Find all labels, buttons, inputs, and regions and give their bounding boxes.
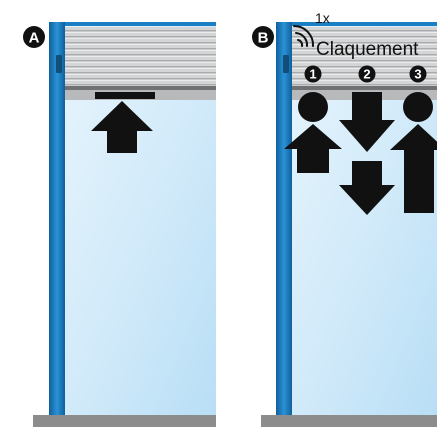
panel-b: B 1x Claquement 1 2 3 bbox=[252, 10, 437, 427]
stop-line bbox=[95, 92, 155, 99]
shutter-slats bbox=[65, 27, 216, 87]
side-guide-icon bbox=[283, 55, 289, 73]
side-guide-icon bbox=[56, 55, 62, 73]
window-side-frame bbox=[49, 22, 65, 416]
step-number: 3 bbox=[414, 67, 421, 82]
panel-b-letter: B bbox=[258, 30, 269, 47]
step-number: 1 bbox=[309, 67, 316, 82]
shutter-bottom-bar bbox=[292, 86, 437, 90]
sound-waves-icon bbox=[293, 24, 315, 47]
step-badge-1: 1 bbox=[304, 65, 322, 83]
panel-b-badge: B bbox=[252, 26, 274, 48]
badge-circle bbox=[252, 26, 274, 48]
stop-dot-icon bbox=[403, 92, 433, 122]
step-badge-2: 2 bbox=[358, 65, 376, 83]
floor-bar bbox=[33, 415, 216, 427]
signal-label: Claquement bbox=[316, 39, 419, 60]
long-up-arrow-icon bbox=[390, 124, 437, 213]
down-arrow-icon bbox=[339, 92, 395, 152]
step-number: 2 bbox=[363, 67, 370, 82]
panel-a-badge: A bbox=[23, 26, 45, 48]
panel-a-letter: A bbox=[29, 30, 40, 47]
badge-circle bbox=[23, 26, 45, 48]
window-top-frame bbox=[49, 22, 216, 26]
up-arrow-icon bbox=[284, 124, 342, 173]
window-top-frame bbox=[276, 22, 437, 26]
floor-bar bbox=[261, 415, 437, 427]
step-badge-3: 3 bbox=[409, 65, 427, 83]
window-side-frame bbox=[276, 22, 292, 416]
shutter-bottom-bar bbox=[65, 86, 216, 90]
panel-a: A bbox=[23, 22, 216, 427]
up-arrow-icon bbox=[91, 101, 153, 153]
down-arrow-icon bbox=[339, 161, 395, 215]
stop-dot-icon bbox=[298, 92, 328, 122]
signal-count: 1x bbox=[315, 10, 330, 26]
